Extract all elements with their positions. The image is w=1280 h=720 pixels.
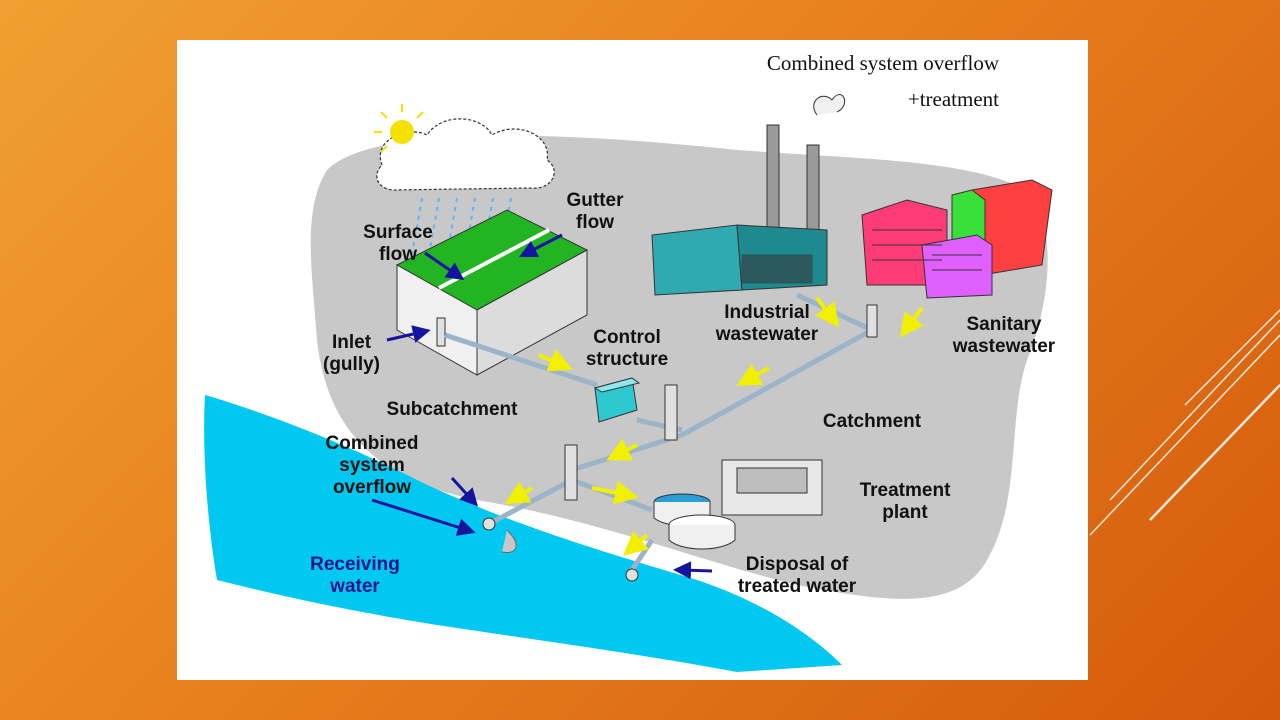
pointer-arrows: [371, 233, 713, 580]
label-sanitary-wastewater: Sanitary wastewater: [952, 314, 1056, 357]
sun-icon: [374, 104, 424, 153]
deco-line: [1089, 334, 1280, 536]
label-disposal-treated-water: Disposal of treated water: [737, 554, 857, 597]
deco-line: [1109, 319, 1280, 501]
label-receiving-water: Receiving water: [310, 554, 400, 597]
label-subcatchment: Subcatchment: [386, 399, 518, 420]
label-treatment-plant: Treatment plant: [859, 480, 951, 523]
residential-buildings: [861, 179, 1053, 299]
title-line-1: Combined system overflow: [766, 51, 999, 75]
diagram-illustration: [204, 94, 1053, 672]
control-structure: [564, 304, 878, 501]
label-combined-system-overflow: Combined system overflow: [325, 433, 419, 498]
deco-line: [1184, 309, 1280, 406]
label-catchment: Catchment: [822, 411, 922, 432]
label-gutter-flow: Gutter flow: [566, 190, 624, 233]
diagram-panel: Combined system overflow +treatment Gutt…: [177, 40, 1088, 680]
treatment-plant: [653, 459, 823, 550]
flow-arrows: [504, 296, 924, 556]
label-surface-flow: Surface flow: [363, 222, 433, 265]
industrial-plant: [651, 94, 846, 296]
label-control-structure: Control structure: [585, 327, 669, 370]
cloud-icon: [376, 118, 555, 191]
title-line-2: +treatment: [907, 87, 999, 111]
label-industrial-wastewater: Industrial wastewater: [715, 302, 819, 345]
outfall-pipes: [482, 517, 639, 582]
receiving-water: [204, 395, 842, 672]
deco-line: [1149, 384, 1280, 521]
subcatchment-block: [395, 209, 589, 376]
label-inlet: Inlet (gully): [323, 332, 380, 375]
